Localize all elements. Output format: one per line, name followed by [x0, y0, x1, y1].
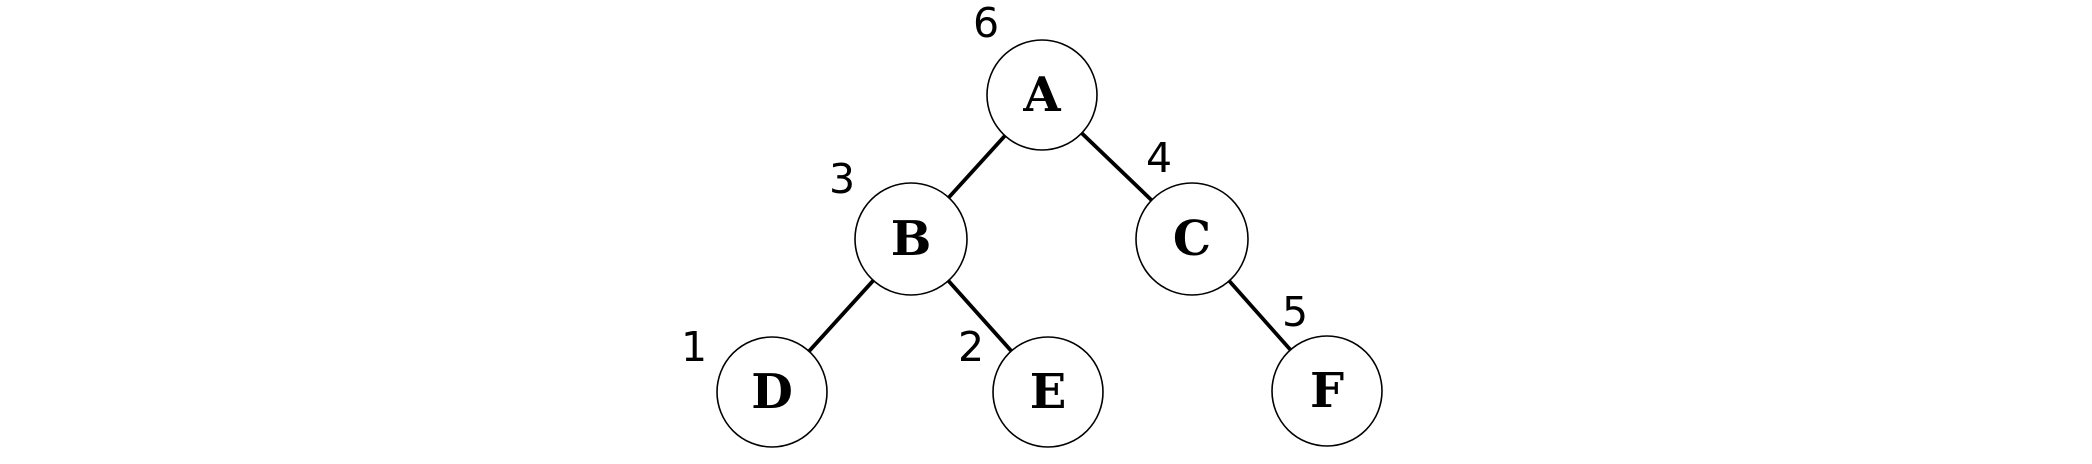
node-label-D: D — [751, 364, 793, 420]
node-annotation-E: 2 — [958, 323, 984, 371]
node-label-F: F — [1310, 363, 1344, 419]
tree-node-D — [716, 336, 828, 448]
node-label-A: A — [1022, 67, 1061, 123]
node-annotation-B: 3 — [829, 155, 855, 203]
node-annotation-F: 5 — [1282, 288, 1308, 336]
node-annotation-A: 6 — [973, 0, 999, 47]
node-label-C: C — [1173, 211, 1211, 267]
tree-node-B — [854, 182, 968, 296]
node-label-B: B — [891, 211, 932, 267]
tree-node-C — [1135, 182, 1249, 296]
tree-node-F — [1271, 335, 1383, 447]
tree-node-E — [992, 336, 1104, 448]
node-annotation-C: 4 — [1146, 134, 1172, 182]
tree-node-A — [986, 39, 1098, 151]
node-annotation-D: 1 — [681, 323, 707, 371]
node-label-E: E — [1030, 364, 1067, 420]
